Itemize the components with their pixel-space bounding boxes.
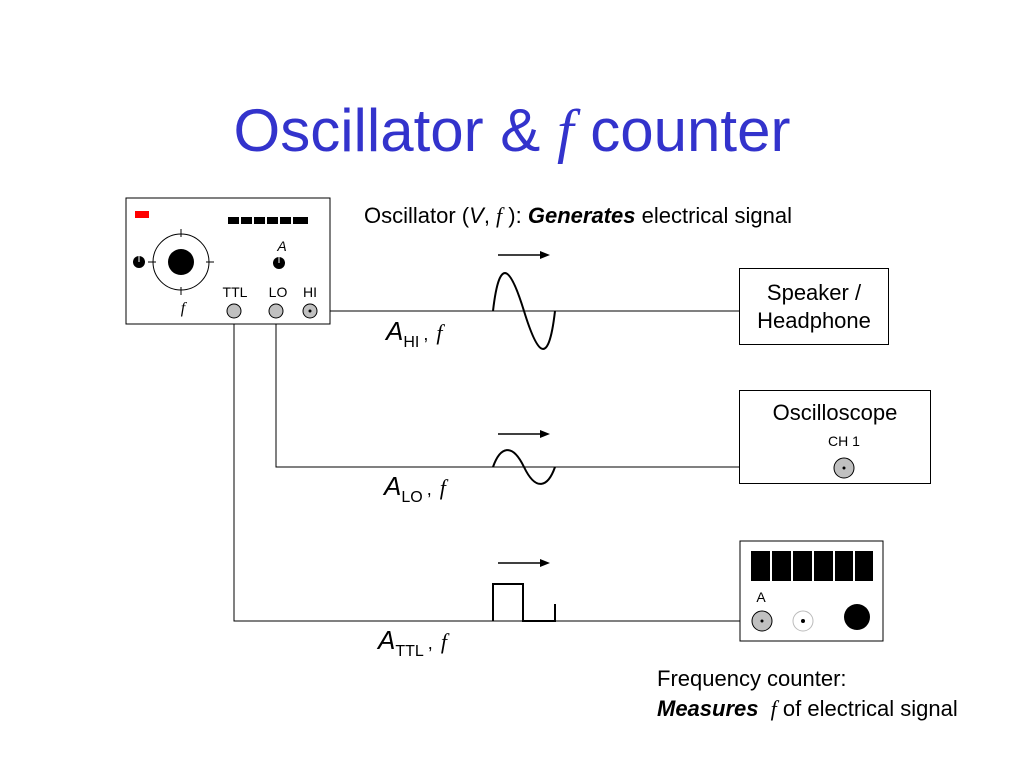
lo-signal-sep: , xyxy=(426,479,432,499)
counter-knob-icon[interactable] xyxy=(844,604,870,630)
ttl-signal-label: ATTL, f xyxy=(378,625,447,660)
ttl-square-wave-icon xyxy=(492,583,556,622)
osc-caption-close: ): xyxy=(502,203,522,228)
ttl-arrow-icon xyxy=(498,559,550,567)
title-suffix: counter xyxy=(573,97,791,164)
ttl-signal-sep: , xyxy=(427,633,433,653)
ttl-label: TTL xyxy=(223,284,248,300)
hi-signal-sub: HI xyxy=(403,334,420,351)
slide-title: Oscillator & f counter xyxy=(0,96,1024,166)
speaker-line2: Headphone xyxy=(757,308,871,333)
frequency-dial-icon[interactable] xyxy=(148,229,214,295)
hi-connector-dot xyxy=(308,309,312,313)
hi-sine-wave-icon xyxy=(492,272,556,350)
title-f-symbol: f xyxy=(556,98,574,164)
power-led-icon xyxy=(135,211,149,218)
frequency-label: f xyxy=(181,300,188,317)
ttl-wire xyxy=(233,311,762,622)
hi-arrow-icon xyxy=(498,251,550,259)
osc-caption-prefix: Oscillator ( xyxy=(364,203,470,228)
speaker-box: Speaker / Headphone xyxy=(739,268,889,345)
amplitude-knob-icon[interactable] xyxy=(273,257,285,269)
lo-signal-f: f xyxy=(439,475,446,500)
oscillator-caption: Oscillator (V, f ): Generates electrical… xyxy=(364,203,792,229)
ttl-signal-sub: TTL xyxy=(395,643,424,660)
amplitude-label: A xyxy=(276,238,286,254)
lo-signal-sub: LO xyxy=(401,489,423,506)
range-knob-icon[interactable] xyxy=(133,256,145,268)
title-prefix: Oscillator & xyxy=(233,97,557,164)
ttl-signal-f: f xyxy=(440,629,447,654)
counter-caption-line1: Frequency counter: xyxy=(657,666,847,691)
speaker-line1: Speaker / xyxy=(766,280,862,305)
lo-wire xyxy=(275,311,836,468)
osc-caption-comma: , xyxy=(483,203,497,228)
ch1-label: CH 1 xyxy=(828,433,860,449)
osc-caption-v: V xyxy=(469,203,484,228)
counter-secondary-connector-icon[interactable] xyxy=(792,610,814,632)
oscilloscope-label: Oscilloscope xyxy=(772,400,898,425)
oscilloscope-box: Oscilloscope CH 1 xyxy=(739,390,931,484)
osc-caption-rest: electrical signal xyxy=(641,203,793,228)
osc-caption-f: f xyxy=(496,203,503,228)
counter-input-label: A xyxy=(756,589,766,605)
lo-signal-label: ALO, f xyxy=(384,471,446,506)
hi-signal-f: f xyxy=(436,320,443,345)
counter-caption-line2: Measures f of electrical signal xyxy=(657,696,958,722)
osc-caption-bold: Generates xyxy=(527,203,636,228)
lo-connector[interactable] xyxy=(268,303,284,319)
counter-caption-bold: Measures xyxy=(657,696,759,721)
hi-signal-a: A xyxy=(386,316,404,346)
counter-input-connector-dot xyxy=(760,619,764,623)
ttl-connector[interactable] xyxy=(226,303,242,319)
counter-display-icon xyxy=(751,551,873,581)
lo-label: LO xyxy=(269,284,288,300)
counter-caption-rest: of electrical signal xyxy=(782,696,958,721)
ttl-signal-a: A xyxy=(378,625,396,655)
ch1-connector-overlay[interactable] xyxy=(829,453,859,483)
counter-caption-f: f xyxy=(770,696,777,721)
lo-arrow-icon xyxy=(498,430,550,438)
display-segments-icon xyxy=(228,217,308,224)
lo-signal-a: A xyxy=(384,471,402,501)
hi-signal-sep: , xyxy=(423,324,429,344)
hi-signal-label: AHI, f xyxy=(386,316,443,351)
hi-label: HI xyxy=(303,284,317,300)
lo-sine-wave-icon xyxy=(492,449,556,485)
